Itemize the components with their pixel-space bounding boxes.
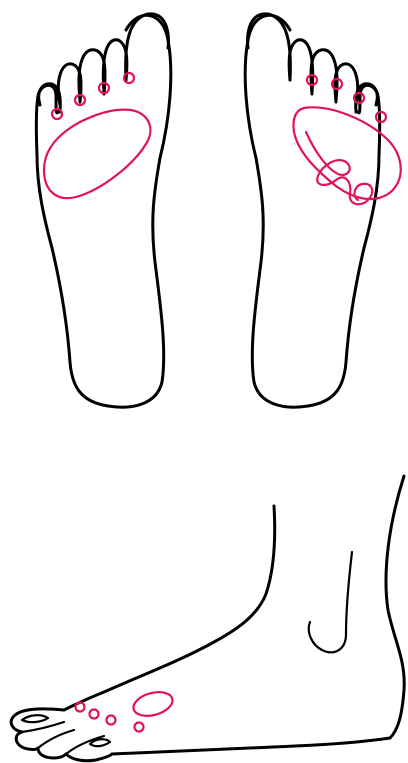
side-heel-back: [386, 476, 404, 738]
side-toe-marker-2: [90, 710, 99, 719]
side-sole-line: [112, 738, 390, 754]
left-sole-ball-area: [44, 110, 150, 199]
foot-side-view: [11, 476, 404, 761]
side-toe-divide-2: [38, 730, 74, 748]
side-shin-front: [64, 506, 275, 710]
side-toe-marker-4: [135, 723, 144, 732]
left-foot-sole: [36, 14, 170, 407]
side-toe-divide-1: [22, 722, 64, 732]
side-toe-marker-3: [107, 716, 116, 725]
side-toe-nail-1: [22, 715, 48, 722]
side-ankle-bone: [309, 552, 352, 652]
right-foot-sole: [245, 14, 401, 407]
side-top-of-foot-area: [131, 688, 175, 720]
